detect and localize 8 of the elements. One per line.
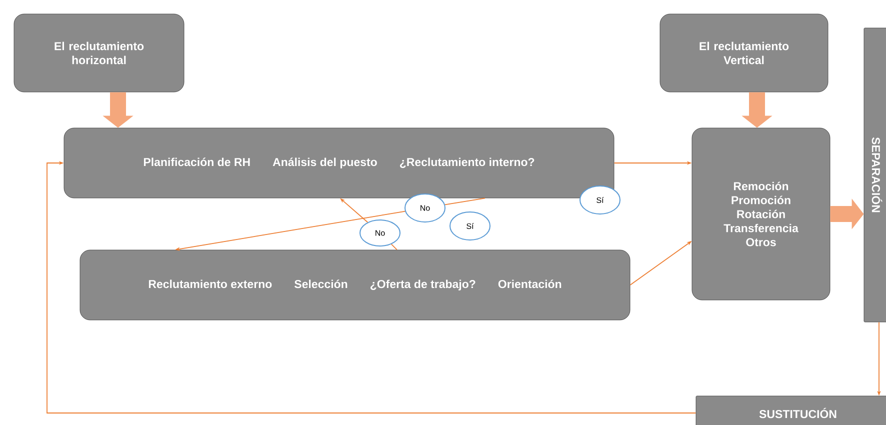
process-box: El reclutamiento horizontal (14, 14, 184, 92)
process-box: Remoción Promoción Rotación Transferencia Otros (692, 128, 830, 300)
process-bar: Reclutamiento externo Selección ¿Oferta de trabajo? Orientación (80, 250, 630, 320)
substitution-box: SUSTITUCIÓN (696, 396, 886, 425)
process-box: El reclutamiento Vertical (660, 14, 828, 92)
process-bar: Planificación de RH Análisis del puesto ¿Reclutamiento interno? (64, 128, 614, 198)
arrow (46, 161, 696, 414)
separation-bar: SEPARACIÓN (864, 28, 886, 322)
